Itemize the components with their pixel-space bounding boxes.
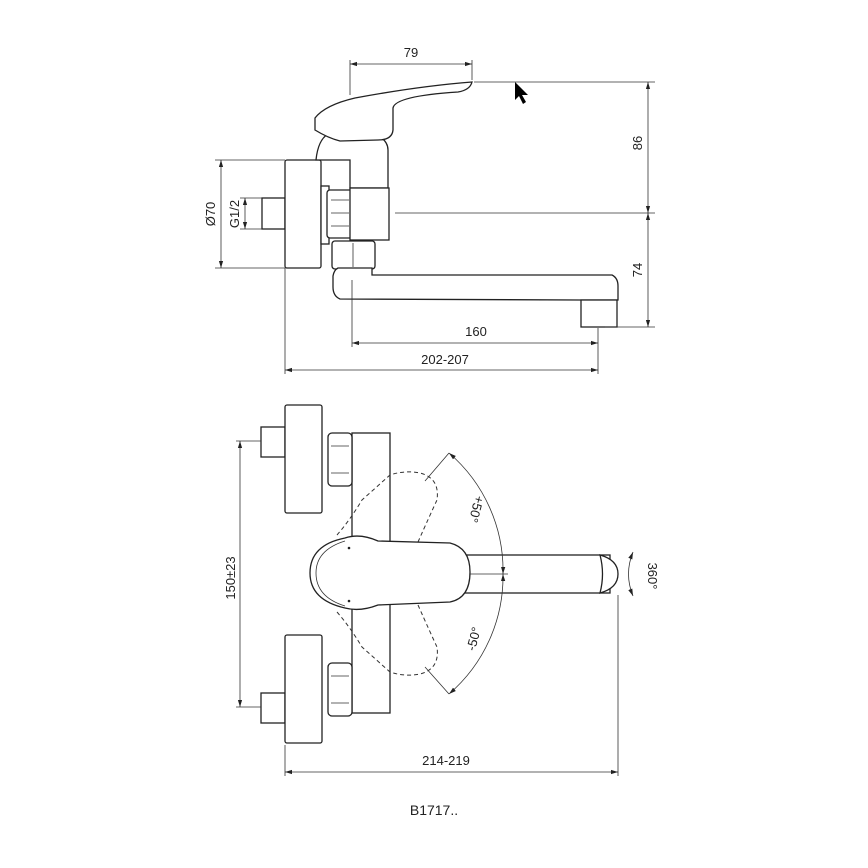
inlet-pipe-upper <box>260 426 286 458</box>
model-code: B1717.. <box>410 802 458 818</box>
hex-nut-upper <box>327 432 353 487</box>
arrow-pointer-icon <box>515 82 528 104</box>
wall-flange-upper <box>284 404 323 514</box>
spout-end <box>599 554 619 594</box>
dim-diameter: Ø70 <box>203 202 218 227</box>
dim-centers: 150±23 <box>223 556 238 599</box>
valve-body <box>349 187 390 241</box>
spout <box>332 267 619 301</box>
lever-position-minus50 <box>336 604 438 676</box>
wall-flange <box>284 159 322 269</box>
dim-lever-length: 79 <box>404 45 418 60</box>
side-view: 79 86 74 Ø70 G1/2 160 202-207 <box>203 45 655 374</box>
dim-spout-reach: 160 <box>465 324 487 339</box>
dim-lever-down: -50° <box>463 625 484 652</box>
inlet-pipe <box>261 197 286 230</box>
lever-handle <box>309 535 471 611</box>
hex-nut-lower <box>331 240 376 270</box>
wall-flange-lower <box>284 634 323 744</box>
hex-nut-lower <box>327 662 353 717</box>
dim-total-projection-top: 214-219 <box>422 753 470 768</box>
inlet-pipe-lower <box>260 692 286 724</box>
lever-position-plus50 <box>336 471 438 543</box>
dim-spout-swivel: 360° <box>645 563 660 590</box>
dim-lever-up: +50° <box>466 494 488 524</box>
hex-nut-upper <box>326 189 354 239</box>
body-neck <box>315 133 389 189</box>
spout-outlet <box>580 299 618 328</box>
dim-thread: G1/2 <box>227 200 242 228</box>
dim-total-projection-side: 202-207 <box>421 352 469 367</box>
dim-height-below-axis: 74 <box>630 263 645 277</box>
lever-handle <box>314 81 473 142</box>
rotation-arrow-icon <box>628 551 634 597</box>
top-view: +50° -50° 360° 150±23 214-219 <box>223 404 660 776</box>
dim-height-above-axis: 86 <box>630 136 645 150</box>
